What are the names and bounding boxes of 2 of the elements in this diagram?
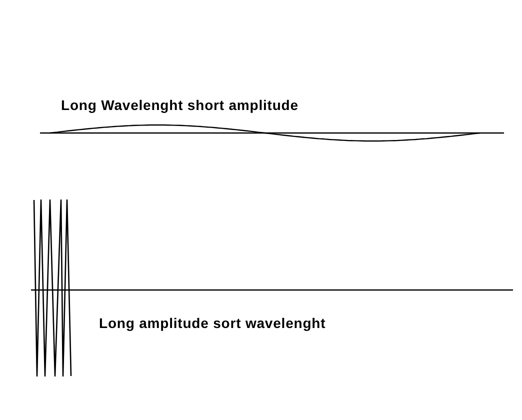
caption-text: Long Wavelenght short amplitude bbox=[61, 96, 298, 115]
caption-text: Long amplitude sort wavelenght bbox=[99, 314, 326, 333]
